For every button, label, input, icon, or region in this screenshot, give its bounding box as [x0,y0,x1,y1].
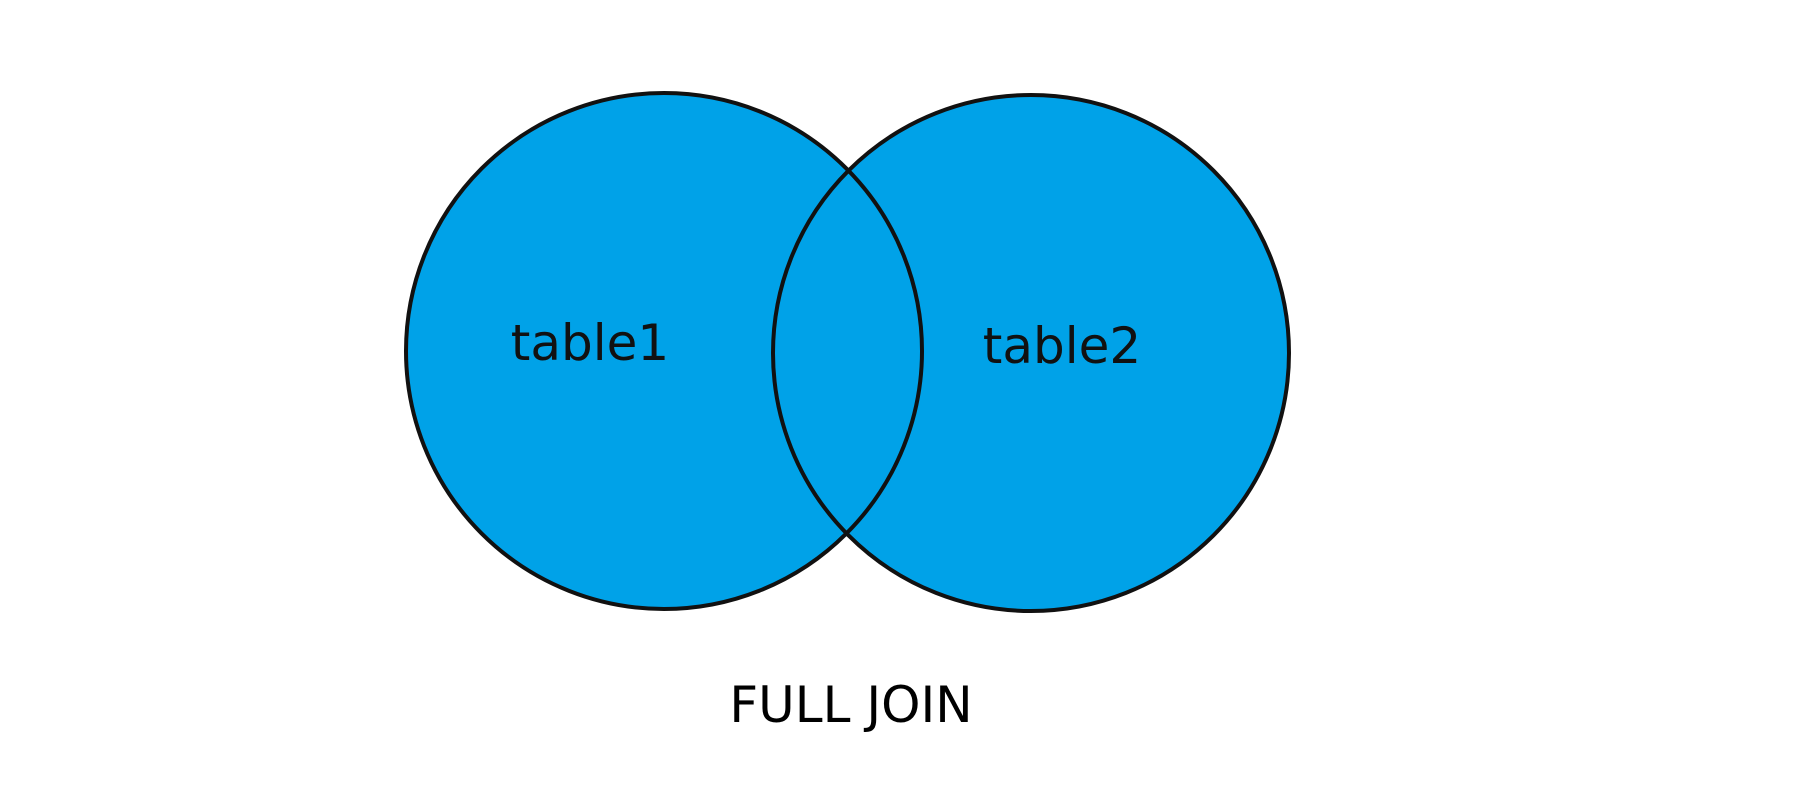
label-table2: table2 [983,317,1141,375]
circle-table2-outline [771,93,1291,613]
diagram-caption: FULL JOIN [729,676,972,734]
label-table1: table1 [511,314,669,372]
circle-table2 [773,95,1289,611]
circle-table1-outline [404,91,924,611]
circle-table1 [406,93,922,609]
venn-circles [404,91,1291,613]
